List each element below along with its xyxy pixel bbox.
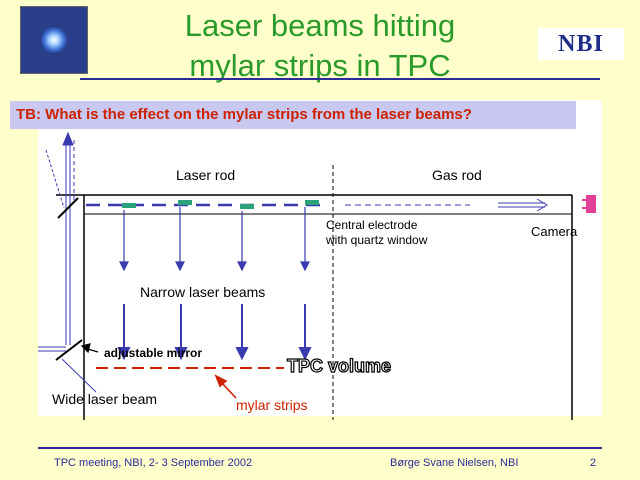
mylar-pointer-arrow <box>214 374 237 399</box>
narrow-beams-upper <box>119 207 310 272</box>
gas-rod-label: Gas rod <box>432 167 482 183</box>
central-electrode-line-2: with quartz window <box>326 233 428 247</box>
footer-meeting: TPC meeting, NBI, 2- 3 September 2002 <box>54 457 253 469</box>
page-number: 2 <box>590 457 597 469</box>
slide-title: Laser beams hitting mylar strips in TPC <box>120 6 520 86</box>
question-banner: TB: What is the effect on the mylar stri… <box>10 101 576 129</box>
diagram-panel <box>38 100 602 416</box>
mylar-strips-label: mylar strips <box>236 397 308 413</box>
rod-block <box>122 203 136 208</box>
top-mirror <box>57 197 79 219</box>
rod-block <box>240 204 254 209</box>
footer-author: Børge Svane Nielsen, NBI <box>390 457 519 469</box>
adjustable-mirror-label: adjustable mirror <box>104 346 203 360</box>
tpc-volume-label: TPC volume <box>286 355 392 376</box>
laser-spot-image <box>20 6 88 74</box>
camera-arrow <box>498 198 548 212</box>
title-line-2: mylar strips in TPC <box>189 48 451 83</box>
adjustable-mirror-shape <box>55 339 83 361</box>
nbi-logo: NBI <box>538 28 624 60</box>
mirror-arrow <box>80 343 99 354</box>
laser-rod-label: Laser rod <box>176 167 236 183</box>
narrow-beams-lower <box>117 304 312 361</box>
rod-block <box>178 200 192 205</box>
footer-divider <box>38 447 602 449</box>
left-vertical-beam <box>62 131 75 345</box>
camera-icon <box>586 195 596 213</box>
wide-beam-input <box>38 346 97 393</box>
rod-block <box>305 200 319 205</box>
narrow-beams-label: Narrow laser beams <box>140 284 266 300</box>
camera-label: Camera <box>531 224 578 239</box>
title-line-1: Laser beams hitting <box>184 8 456 43</box>
central-electrode-label: Central electrode with quartz window <box>326 218 427 248</box>
central-electrode-line-1: Central electrode <box>326 218 418 232</box>
wide-beam-label: Wide laser beam <box>52 391 158 407</box>
title-divider <box>80 78 600 80</box>
